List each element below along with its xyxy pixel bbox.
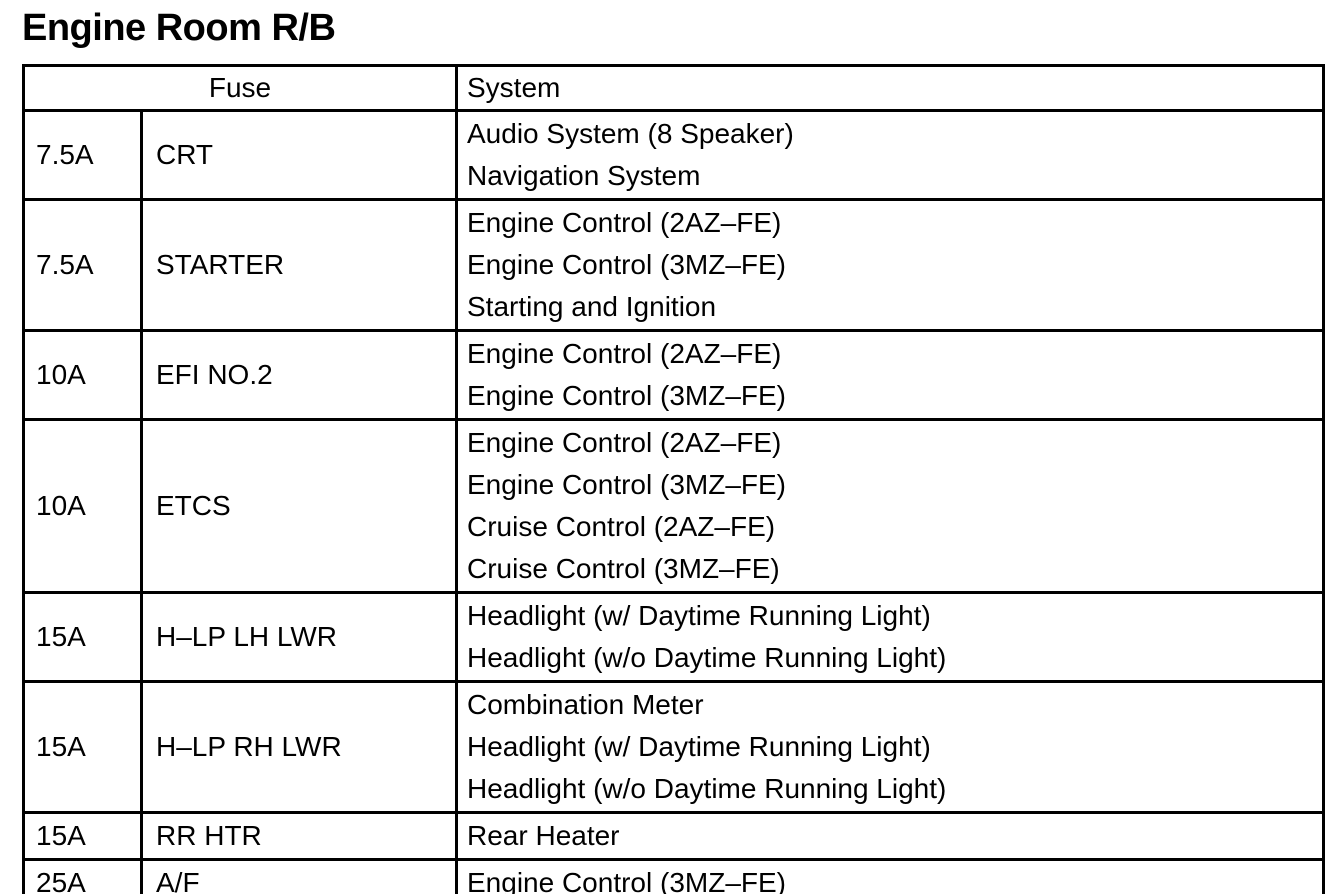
column-header-system: System bbox=[455, 64, 1325, 112]
system-line: Engine Control (2AZ–FE) bbox=[467, 338, 782, 369]
fuse-name: H–LP RH LWR bbox=[140, 680, 458, 814]
fuse-name: STARTER bbox=[140, 198, 458, 332]
column-header-fuse: Fuse bbox=[22, 64, 458, 112]
table-row: 10A EFI NO.2 Engine Control (2AZ–FE) Eng… bbox=[22, 329, 1325, 421]
fuse-name: RR HTR bbox=[140, 811, 458, 861]
system-line: Engine Control (3MZ–FE) bbox=[467, 249, 787, 280]
system-list: Engine Control (2AZ–FE) Engine Control (… bbox=[455, 418, 1325, 594]
system-list: Engine Control (2AZ–FE) Engine Control (… bbox=[455, 198, 1325, 332]
system-list: Headlight (w/ Daytime Running Light) Hea… bbox=[455, 591, 1325, 683]
system-line: Headlight (w/o Daytime Running Light) bbox=[467, 773, 947, 804]
system-line: Starting and Ignition bbox=[467, 291, 717, 322]
table-row: 15A H–LP RH LWR Combination Meter Headli… bbox=[22, 680, 1325, 814]
system-line: Navigation System bbox=[467, 160, 701, 191]
system-line: Headlight (w/ Daytime Running Light) bbox=[467, 600, 931, 631]
system-line: Rear Heater bbox=[467, 820, 620, 851]
system-line: Engine Control (3MZ–FE) bbox=[467, 867, 787, 894]
table-row: 25A A/F Engine Control (3MZ–FE) bbox=[22, 858, 1325, 894]
fuse-amp: 15A bbox=[22, 591, 143, 683]
fuse-name: A/F bbox=[140, 858, 458, 894]
fuse-amp: 10A bbox=[22, 418, 143, 594]
fuse-name: EFI NO.2 bbox=[140, 329, 458, 421]
fuse-amp: 15A bbox=[22, 811, 143, 861]
fuse-amp: 7.5A bbox=[22, 198, 143, 332]
system-line: Headlight (w/o Daytime Running Light) bbox=[467, 642, 947, 673]
system-list: Combination Meter Headlight (w/ Daytime … bbox=[455, 680, 1325, 814]
system-line: Engine Control (3MZ–FE) bbox=[467, 469, 787, 500]
system-line: Cruise Control (3MZ–FE) bbox=[467, 553, 780, 584]
system-line: Headlight (w/ Daytime Running Light) bbox=[467, 731, 931, 762]
system-line: Cruise Control (2AZ–FE) bbox=[467, 511, 776, 542]
system-line: Combination Meter bbox=[467, 689, 704, 720]
table-row: 15A RR HTR Rear Heater bbox=[22, 811, 1325, 861]
fuse-amp: 25A bbox=[22, 858, 143, 894]
table-row: 7.5A STARTER Engine Control (2AZ–FE) Eng… bbox=[22, 198, 1325, 332]
system-line: Engine Control (3MZ–FE) bbox=[467, 380, 787, 411]
system-list: Engine Control (3MZ–FE) bbox=[455, 858, 1325, 894]
table-header-row: Fuse System bbox=[22, 64, 1325, 112]
table-row: 10A ETCS Engine Control (2AZ–FE) Engine … bbox=[22, 418, 1325, 594]
fuse-amp: 15A bbox=[22, 680, 143, 814]
system-list: Rear Heater bbox=[455, 811, 1325, 861]
system-line: Engine Control (2AZ–FE) bbox=[467, 207, 782, 238]
fuse-name: H–LP LH LWR bbox=[140, 591, 458, 683]
table-row: 15A H–LP LH LWR Headlight (w/ Daytime Ru… bbox=[22, 591, 1325, 683]
fuse-amp: 7.5A bbox=[22, 109, 143, 201]
system-list: Audio System (8 Speaker) Navigation Syst… bbox=[455, 109, 1325, 201]
fuse-amp: 10A bbox=[22, 329, 143, 421]
table-row: 7.5A CRT Audio System (8 Speaker) Naviga… bbox=[22, 109, 1325, 201]
fuse-name: CRT bbox=[140, 109, 458, 201]
system-line: Audio System (8 Speaker) bbox=[467, 118, 794, 149]
system-list: Engine Control (2AZ–FE) Engine Control (… bbox=[455, 329, 1325, 421]
fuse-name: ETCS bbox=[140, 418, 458, 594]
system-line: Engine Control (2AZ–FE) bbox=[467, 427, 782, 458]
fuse-table: Fuse System 7.5A CRT Audio System (8 Spe… bbox=[22, 64, 1325, 894]
page-title: Engine Room R/B bbox=[22, 7, 336, 49]
